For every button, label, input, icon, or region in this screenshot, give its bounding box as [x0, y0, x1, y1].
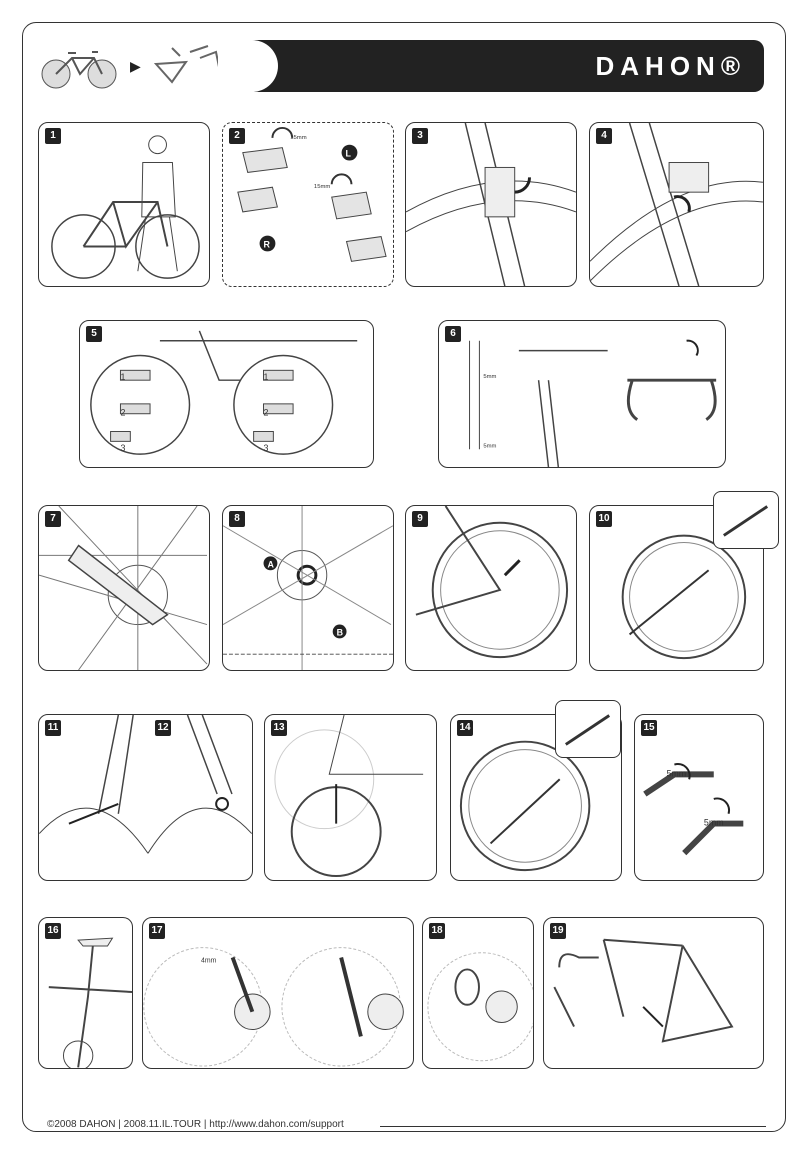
bike-icon	[41, 51, 117, 89]
brake-release-illustration	[406, 123, 576, 286]
footer-divider	[380, 1126, 766, 1127]
step-number: 6	[445, 326, 461, 342]
front-brake-illustration	[590, 123, 763, 286]
sub-step-label: 2	[120, 408, 125, 418]
hex-size-label: 4mm	[201, 957, 217, 964]
step-number: 4	[596, 128, 612, 144]
frame-disassembled-illustration	[553, 938, 734, 1043]
step-number: 12	[155, 720, 171, 736]
step-19-panel: 19	[543, 917, 764, 1069]
step-number: 10	[596, 511, 612, 527]
step-number: 7	[45, 511, 61, 527]
step-number: 5	[86, 326, 102, 342]
step-3-panel: 3	[405, 122, 577, 287]
brand-logo: DAHON®	[595, 51, 746, 81]
left-pedal-label: L	[346, 149, 352, 159]
derailleur-illustration: A B	[223, 506, 393, 670]
pedals-illustration: L R 15mm 15mm	[237, 126, 387, 262]
front-fork-illustration	[39, 715, 252, 854]
wrench-size-label: 15mm	[314, 184, 330, 190]
page-frame	[22, 22, 786, 1132]
step-number: 19	[550, 923, 566, 939]
step-14-inset	[555, 700, 621, 758]
step-16-panel: 16	[38, 917, 133, 1069]
rear-hub-illustration	[39, 506, 208, 670]
wrench-size-label: 15mm	[290, 135, 306, 141]
crank-arm-illustration: 4mm	[143, 947, 404, 1067]
step-number: 2	[229, 128, 245, 144]
step-number: 13	[271, 720, 287, 736]
right-pedal-label: R	[264, 239, 271, 249]
step-number: 3	[412, 128, 428, 144]
step-number: 17	[149, 923, 165, 939]
step-11-12-panel: 11 12	[38, 714, 253, 881]
step-8-panel: A B 8	[222, 505, 394, 671]
step-17-panel: 4mm 17	[142, 917, 414, 1069]
handlebar-removal-illustration: 5mm 5mm	[469, 339, 717, 467]
hex-size-label: 5mm	[704, 818, 724, 828]
step-18-panel: 18	[422, 917, 534, 1069]
seatpost-removal-illustration	[48, 937, 132, 1068]
step-number: 9	[412, 511, 428, 527]
sub-step-label: 1	[120, 372, 125, 382]
front-wheel-removal-illustration	[274, 715, 424, 878]
step-5-panel: 1 2 3 1 2 3 5	[79, 320, 374, 468]
rider-with-bike-illustration	[51, 135, 200, 279]
sub-step-label: 1	[263, 372, 268, 382]
step-13-panel: 13	[264, 714, 437, 881]
hex-size-label: 5mm	[483, 443, 496, 449]
sub-step-label: 2	[263, 408, 268, 418]
part-a-label: A	[267, 559, 274, 569]
skewer-removal-illustration	[621, 534, 747, 660]
step-number: 18	[429, 923, 445, 939]
folded-parts-icon	[153, 45, 221, 84]
step-number: 1	[45, 128, 61, 144]
step-number: 16	[45, 923, 61, 939]
hex-size-label: 5mm	[667, 768, 687, 778]
skewer-detail-icon	[564, 714, 611, 746]
hex-size-label: 5mm	[483, 374, 496, 380]
step-number: 11	[45, 720, 61, 736]
bottom-bracket-illustration	[427, 952, 533, 1062]
step-6-panel: 5mm 5mm 6	[438, 320, 726, 468]
step-number: 14	[457, 720, 473, 736]
sub-step-label: 3	[120, 443, 125, 453]
header-banner: ▶ DAHON®	[38, 40, 764, 92]
step-15-panel: 5mm 5mm 15	[634, 714, 764, 881]
sub-step-label: 3	[263, 443, 268, 453]
part-b-label: B	[337, 627, 343, 637]
step-2-panel: L R 15mm 15mm 2	[222, 122, 394, 287]
step-10-inset	[713, 491, 779, 549]
step-4-panel: 4	[589, 122, 764, 287]
footer-copyright: ©2008 DAHON | 2008.11.IL.TOUR | http://w…	[47, 1119, 344, 1130]
step-number: 15	[641, 720, 657, 736]
step-7-panel: 7	[38, 505, 210, 671]
step-number: 8	[229, 511, 245, 527]
arrow-icon: ▶	[130, 58, 141, 74]
rear-wheel-removal-illustration	[415, 506, 569, 659]
front-skewer-illustration	[459, 740, 591, 872]
step-1-panel: 1	[38, 122, 210, 287]
step-9-panel: 9	[405, 505, 577, 671]
header-bar: DAHON®	[228, 40, 764, 92]
skewer-detail-icon	[722, 505, 769, 537]
cable-disconnect-illustration: 1 2 3 1 2 3	[90, 330, 358, 455]
allen-key-illustration: 5mm 5mm	[643, 763, 744, 856]
